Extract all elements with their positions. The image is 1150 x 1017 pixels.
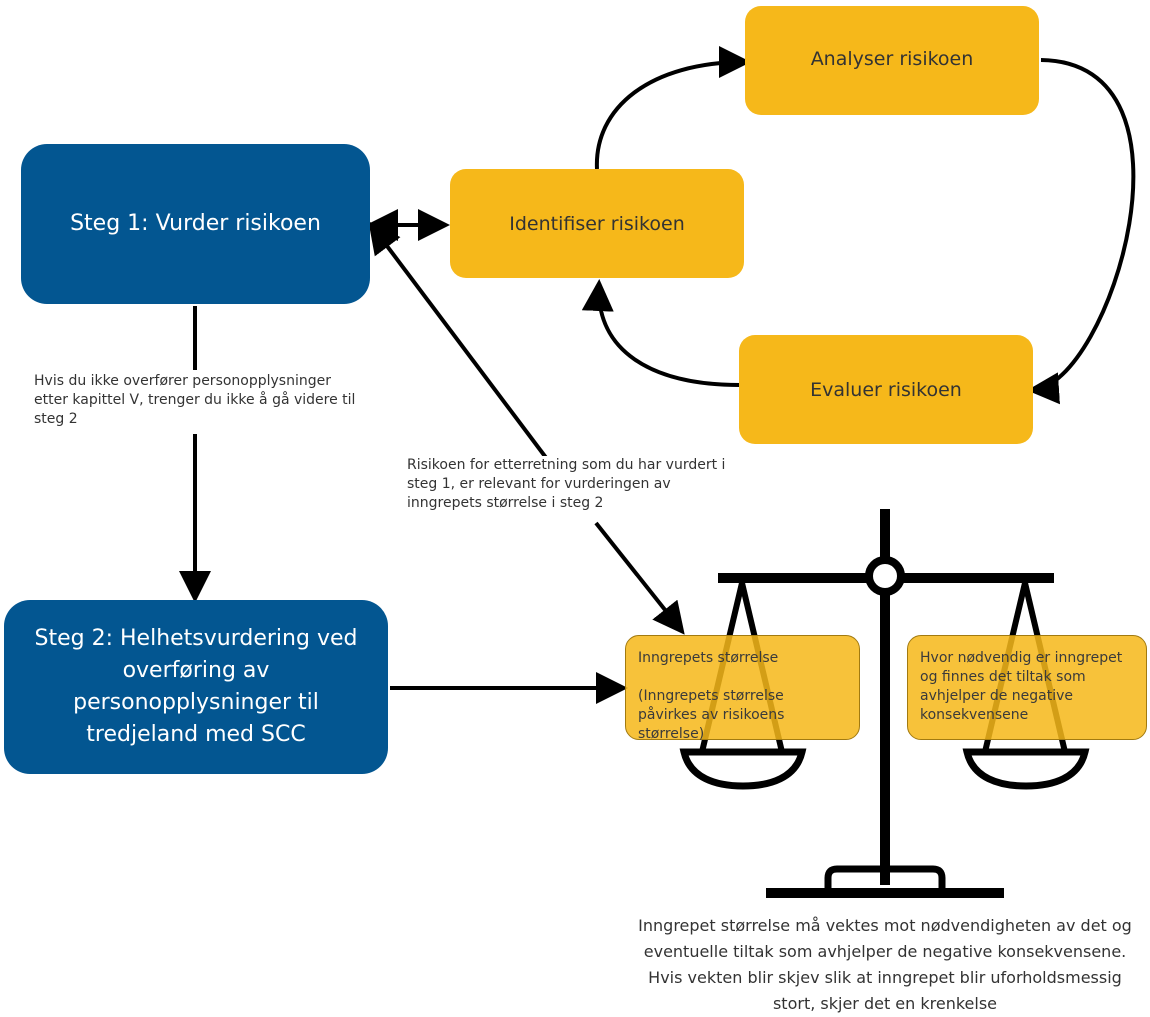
- identify-risk-label: Identifiser risikoen: [509, 212, 685, 235]
- scale-left-title: Inngrepets størrelse: [638, 650, 779, 666]
- step1-box: Steg 1: Vurder risikoen: [21, 144, 370, 304]
- arrow-note-to-step1: [368, 221, 549, 461]
- arrow-identify-to-analyse: [594, 46, 751, 170]
- analyse-risk-label: Analyser risikoen: [810, 48, 974, 70]
- scale-left-box: Inngrepets størrelse (Inngrepets størrel…: [625, 635, 860, 742]
- scale-right-box: Hvor nødvendig er inngrepet og finnes de…: [907, 635, 1147, 740]
- arrow-evaluate-to-identify: [581, 279, 741, 387]
- relevance-note: Risikoen for etterretning som du har vur…: [407, 456, 737, 513]
- arrow-analyse-to-evaluate: [1027, 58, 1136, 405]
- identify-risk-box: Identifiser risikoen: [450, 169, 744, 278]
- scale-left-detail: (Inngrepets størrelse påvirkes av risiko…: [638, 688, 785, 742]
- scale-caption: Inngrepet størrelse må vektes mot nødven…: [638, 916, 1132, 1013]
- skip-step2-note: Hvis du ikke overfører personopplysninge…: [34, 372, 364, 429]
- evaluate-risk-label: Evaluer risikoen: [810, 378, 962, 401]
- scale-right-text: Hvor nødvendig er inngrepet og finnes de…: [920, 650, 1123, 723]
- arrow-note-to-scale: [594, 521, 685, 635]
- evaluate-risk-box: Evaluer risikoen: [739, 335, 1033, 444]
- step1-label: Steg 1: Vurder risikoen: [70, 211, 321, 236]
- connectors: [179, 46, 1136, 704]
- step2-label: Steg 2: Helhetsvurdering ved overføring …: [34, 626, 358, 747]
- analyse-risk-box: Analyser risikoen: [745, 6, 1039, 115]
- step2-box: Steg 2: Helhetsvurdering ved overføring …: [4, 600, 388, 774]
